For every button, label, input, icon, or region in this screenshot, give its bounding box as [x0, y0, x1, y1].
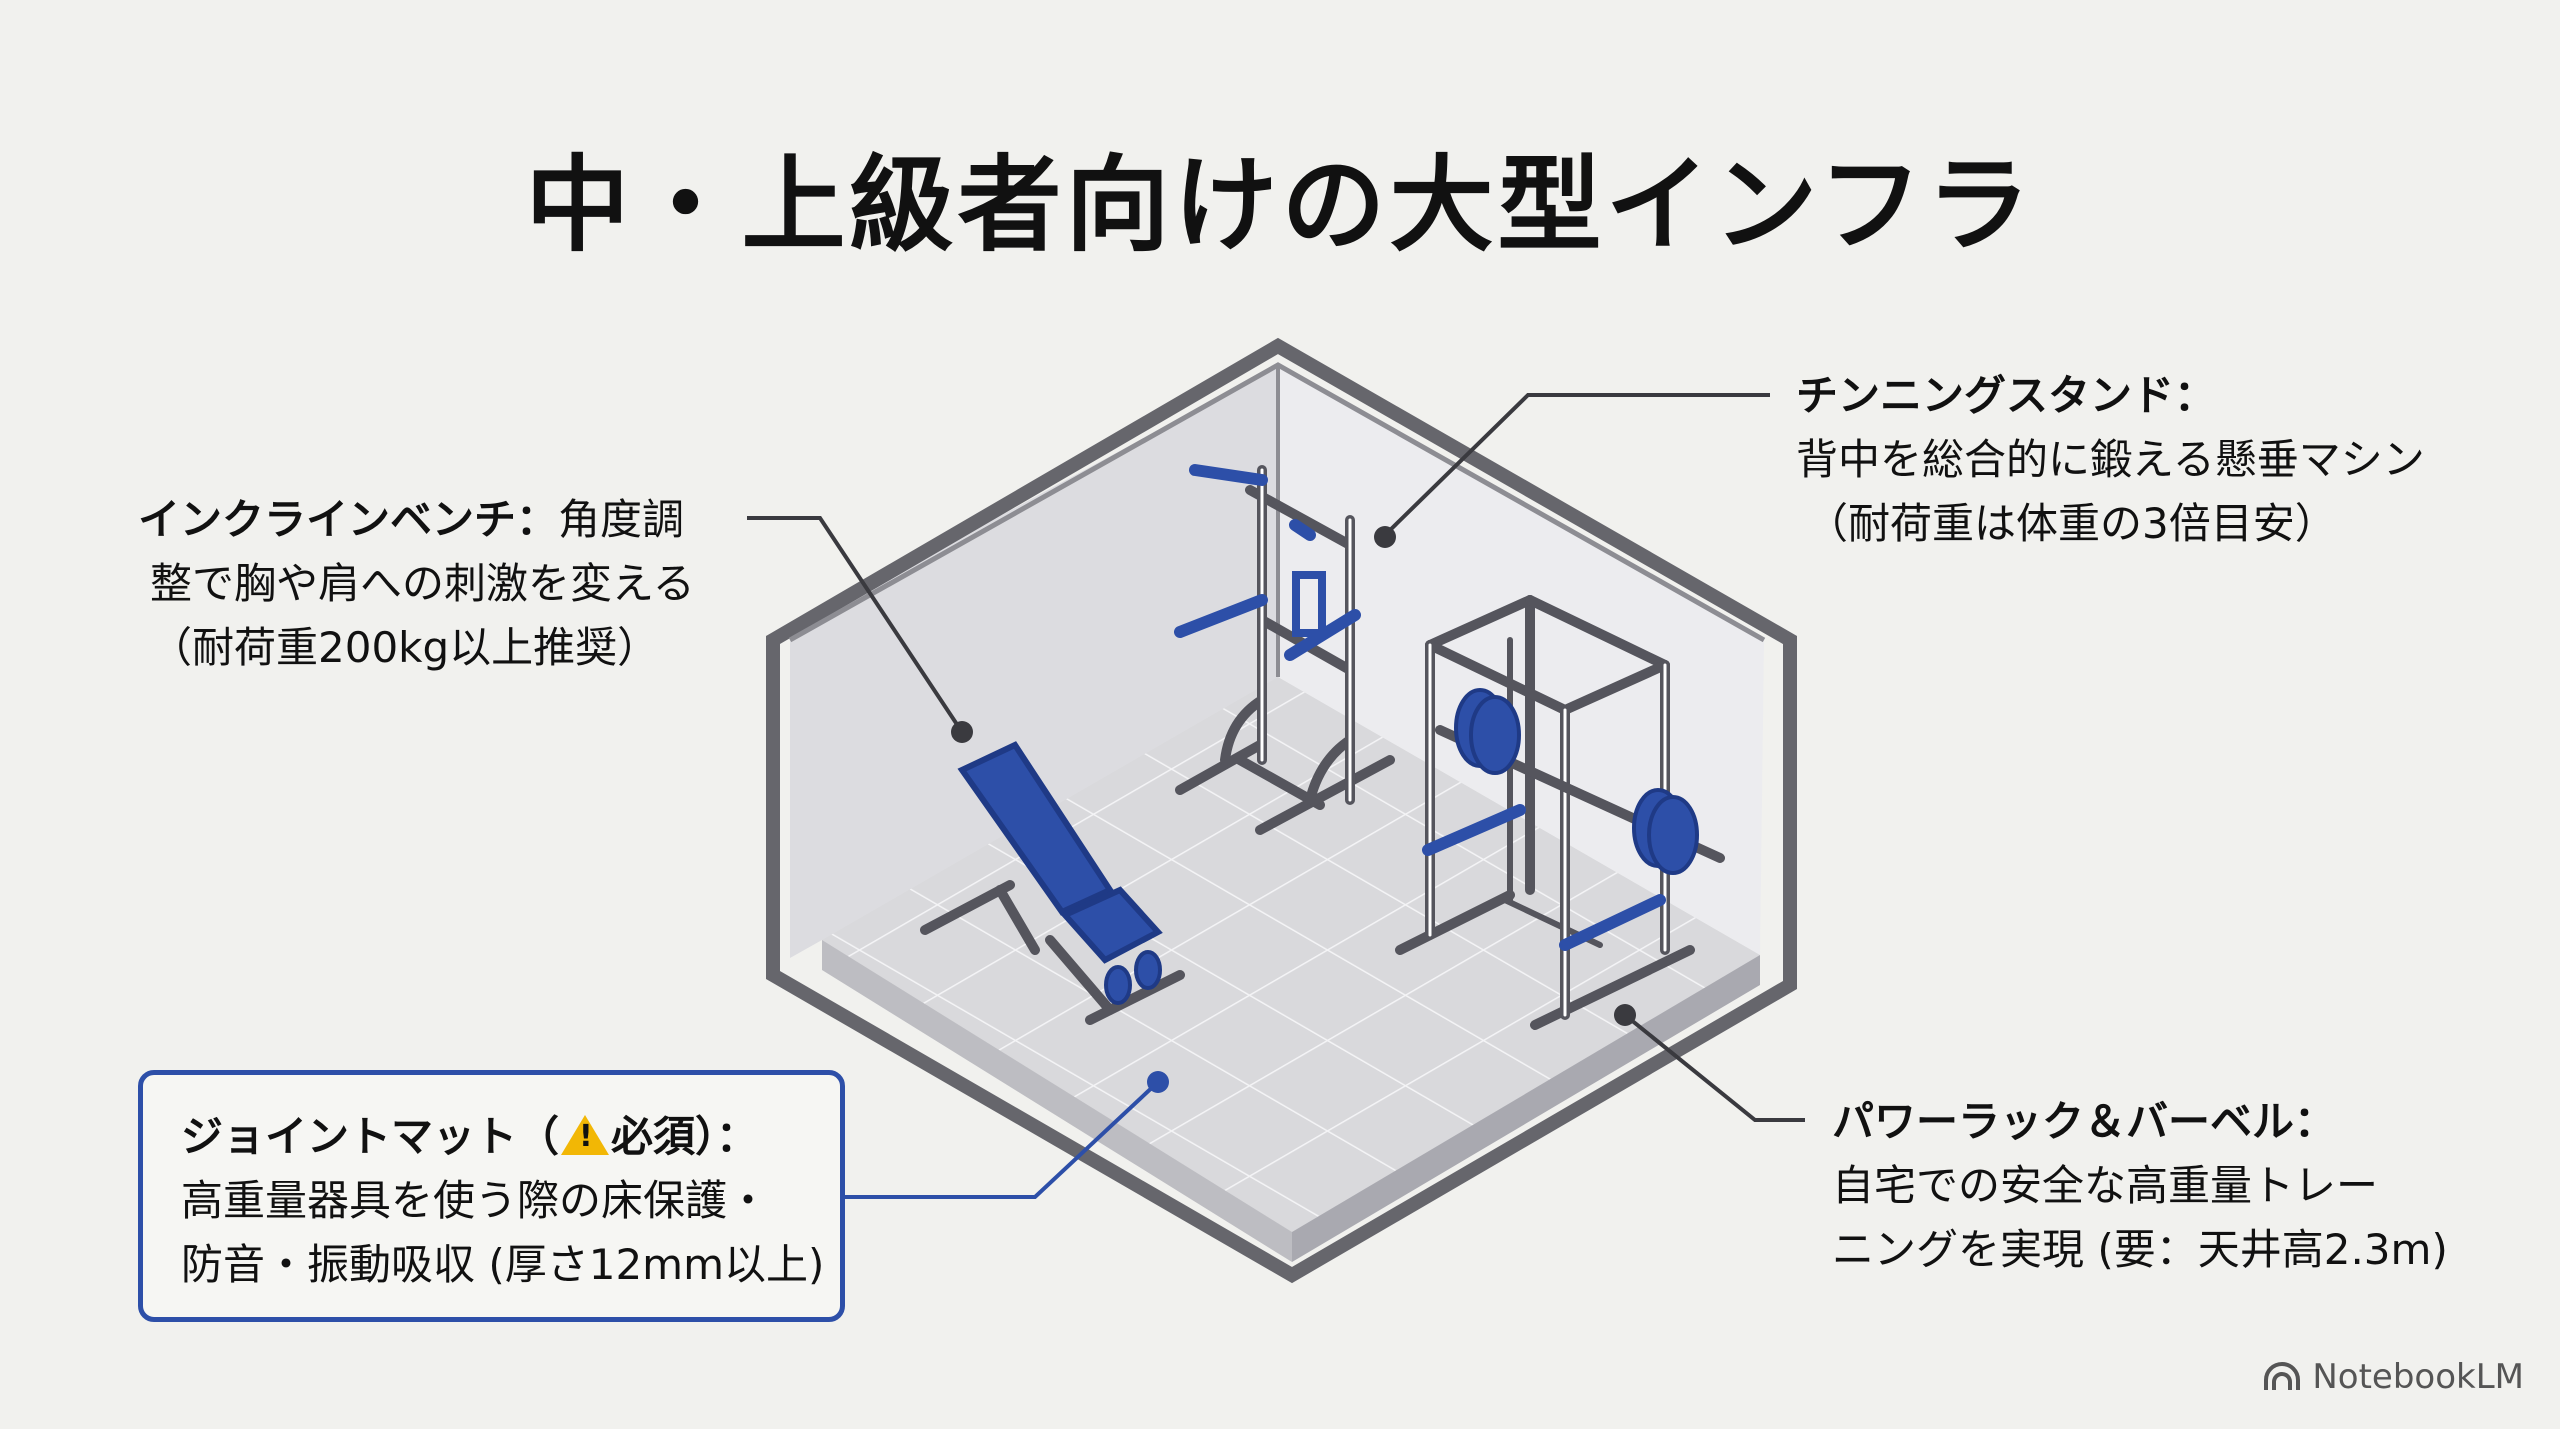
callout-chinning-stand: チンニングスタンド： 背中を総合的に鍛える懸垂マシン （耐荷重は体重の3倍目安） [1796, 364, 2425, 556]
notebooklm-logo-icon [2264, 1362, 2301, 1390]
rack-leader-line [1623, 1013, 1805, 1122]
callout-bench-line1: インクラインベンチ：角度調 [138, 488, 695, 552]
callout-chinning-heading: チンニングスタンド： [1796, 371, 2217, 420]
warning-icon [561, 1115, 610, 1155]
callout-mat-heading-pre: ジョイントマット（ [181, 1112, 560, 1161]
incline-bench-illustration [920, 741, 1185, 1025]
page-title: 中・上級者向けの大型インフラ [525, 144, 2035, 266]
callout-rack-heading: パワーラック＆バーベル： [1832, 1097, 2337, 1146]
callout-rack-line2: 自宅での安全な高重量トレー [1832, 1161, 2379, 1210]
callout-mat-line3: 防音・振動吸収 (厚さ12mm以上) [181, 1240, 825, 1289]
bench-leader-line [747, 516, 964, 734]
callout-bench-line3: （耐荷重200kg以上推奨） [150, 623, 660, 672]
power-rack-illustration [1395, 595, 1725, 1030]
callout-mat-line1: ジョイントマット（ 必須）： [181, 1105, 824, 1169]
chinning-leader-line [1383, 393, 1770, 537]
chinning-stand-illustration [1174, 464, 1395, 835]
leader-dots [951, 526, 1636, 1093]
callout-joint-mat: ジョイントマット（ 必須）： 高重量器具を使う際の床保護・ 防音・振動吸収 (厚さ… [181, 1105, 824, 1297]
callout-mat-heading-post: 必須）： [611, 1112, 759, 1161]
callout-incline-bench: インクラインベンチ：角度調 整で胸や肩への刺激を変える （耐荷重200kg以上推… [138, 488, 695, 680]
brand-name: NotebookLM [2312, 1357, 2524, 1397]
callout-chinning-line3: （耐荷重は体重の3倍目安） [1806, 499, 2337, 548]
leader-lines [747, 393, 1805, 1199]
callout-chinning-line2: 背中を総合的に鍛える懸垂マシン [1796, 435, 2425, 484]
mat-leader-dot [1147, 1071, 1169, 1093]
callout-power-rack: パワーラック＆バーベル： 自宅での安全な高重量トレー ニングを実現 (要：天井高… [1832, 1090, 2448, 1282]
callout-rack-line3: ニングを実現 (要：天井高2.3m) [1832, 1225, 2448, 1274]
callout-mat-line2: 高重量器具を使う際の床保護・ [181, 1176, 770, 1225]
notebooklm-brand: NotebookLM [2262, 1357, 2524, 1397]
rack-leader-dot [1614, 1004, 1636, 1026]
callout-bench-heading: インクラインベンチ： [138, 495, 559, 544]
callout-joint-mat-box: ジョイントマット（ 必須）： 高重量器具を使う際の床保護・ 防音・振動吸収 (厚さ… [138, 1070, 845, 1322]
mat-leader-line [845, 1080, 1160, 1199]
callout-bench-line2: 整で胸や肩への刺激を変える [150, 559, 695, 608]
chinning-leader-dot [1374, 526, 1396, 548]
bench-leader-dot [951, 721, 973, 743]
callout-bench-line1-rest: 角度調 [558, 495, 685, 544]
